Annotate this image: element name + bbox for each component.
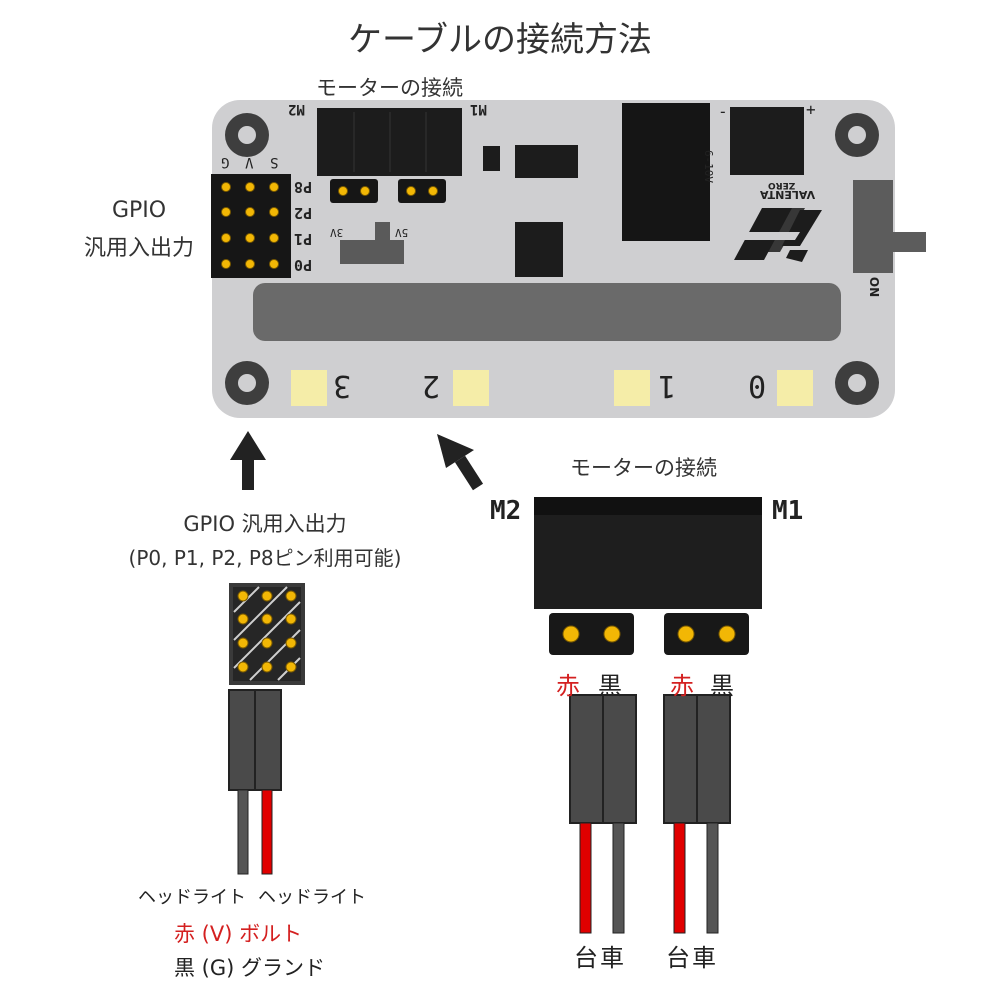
motor-callout-m2: M2 (490, 496, 522, 526)
gpio-cable (228, 689, 282, 875)
pad-2 (453, 370, 489, 406)
brand-logo (734, 208, 822, 262)
gpio-legend-black: 黒 (G) グランド (174, 956, 326, 980)
motor-wire-color-4: 黒 (710, 672, 734, 700)
silk-voltage: 6-10V (702, 149, 716, 184)
board-motor-pins (330, 179, 446, 203)
arrow-up-gpio (230, 431, 266, 490)
motor-target-m2: 台車 (574, 944, 626, 972)
motor-pin-headers (549, 613, 749, 655)
silk-p0: P0 (294, 256, 313, 274)
mounting-hole-top-right (835, 113, 879, 157)
motor-cable-m2 (569, 694, 637, 934)
silk-p1: P1 (294, 230, 313, 248)
silk-brand-line2: ZERO (768, 180, 796, 190)
motor-callout-m1: M1 (772, 496, 804, 526)
pad-0 (777, 370, 813, 406)
motor-connector-large (534, 497, 762, 609)
controller-board (211, 100, 926, 418)
gpio-connector (229, 583, 305, 685)
board-gpio-label-line2: 汎用入出力 (83, 236, 194, 261)
board-gpio-header (211, 174, 291, 278)
gpio-legend-red: 赤 (V) ボルト (174, 922, 303, 946)
motor-cable-m1 (663, 694, 731, 934)
mounting-hole-bottom-left (225, 361, 269, 405)
gpio-wire-label-black: ヘッドライト (138, 887, 246, 908)
silk-m2: M2 (288, 101, 305, 117)
pad-label-3: 3 (333, 368, 352, 403)
page-title: ケーブルの接続方法 (348, 20, 652, 60)
silk-minus: - (718, 102, 728, 121)
mounting-hole-bottom-right (835, 361, 879, 405)
arrow-up-motor (437, 434, 484, 491)
silk-col-g: G (221, 154, 230, 170)
board-gpio-label-line1: GPIO (111, 198, 167, 223)
power-connector (730, 107, 804, 175)
gpio-callout-line1: GPIO 汎用入出力 (183, 512, 347, 536)
mounting-hole-top-left (225, 113, 269, 157)
pad-label-0: 0 (748, 368, 767, 403)
silk-p2: P2 (294, 204, 313, 222)
silk-m1: M1 (470, 101, 487, 117)
silk-col-v: V (245, 154, 254, 170)
gpio-callout-line2: (P0, P1, P2, P8ピン利用可能) (128, 546, 402, 570)
board-motor-label: モーターの接続 (316, 76, 463, 100)
silk-5v: 5V (395, 226, 409, 239)
voltage-switch (340, 222, 404, 264)
motor-wire-color-2: 黒 (598, 672, 622, 700)
pad-3 (291, 370, 327, 406)
motor-target-m1: 台車 (666, 944, 718, 972)
silk-plus: + (806, 100, 816, 119)
silk-on: ON (867, 276, 882, 298)
motor-wire-color-1: 赤 (556, 672, 580, 700)
silk-p8: P8 (294, 178, 313, 196)
power-switch (853, 180, 926, 273)
silk-3v: 3V (330, 226, 344, 239)
pad-label-1: 1 (658, 368, 677, 403)
motor-callout-title: モーターの接続 (570, 456, 717, 480)
pad-label-2: 2 (422, 368, 441, 403)
silk-col-s: S (270, 154, 279, 170)
capacitor (622, 103, 710, 241)
edge-slot (253, 283, 841, 341)
motor-wire-color-3: 赤 (670, 672, 694, 700)
gpio-wire-label-red: ヘッドライト (258, 887, 366, 908)
pad-1 (614, 370, 650, 406)
